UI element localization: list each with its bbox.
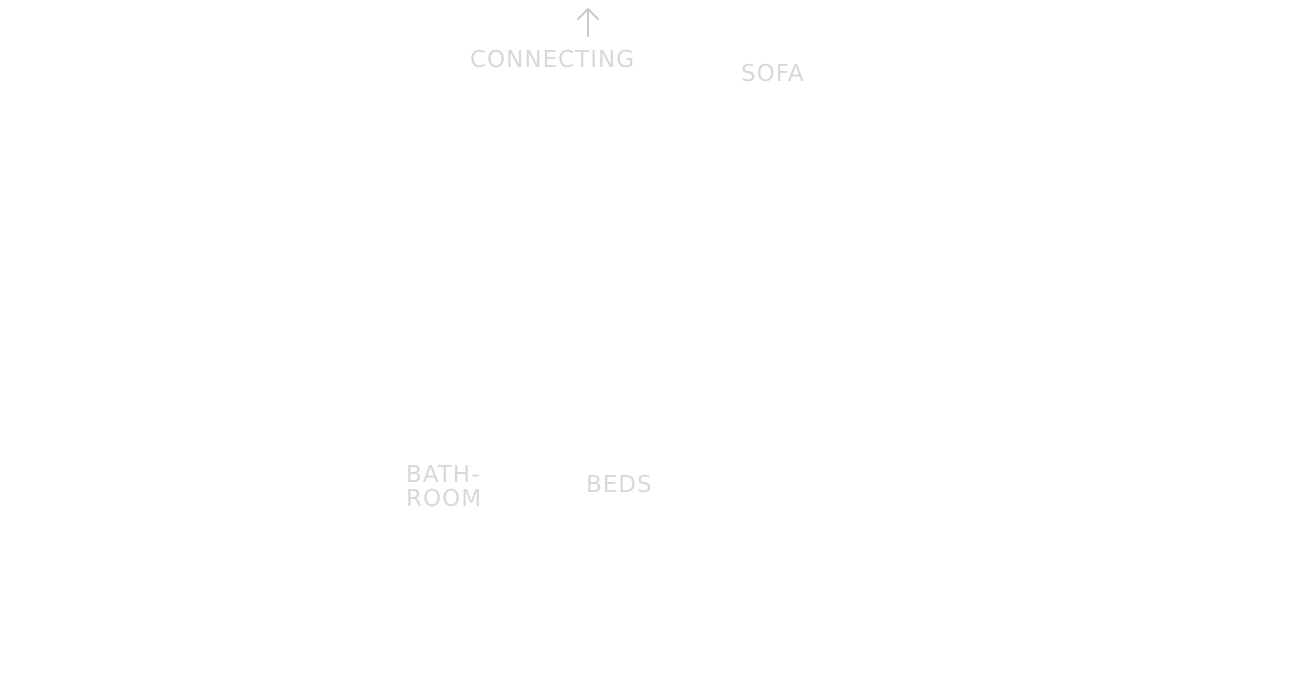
arrow-up-icon — [577, 8, 599, 37]
beds-label: BEDS — [586, 472, 653, 498]
bathroom-label: BATH- ROOM — [406, 463, 482, 511]
bathroom-label-line-1: BATH- — [406, 462, 481, 488]
bathroom-label-line-2: ROOM — [406, 486, 483, 512]
sofa-label: SOFA — [741, 61, 805, 87]
connecting-label: CONNECTING — [470, 47, 636, 73]
